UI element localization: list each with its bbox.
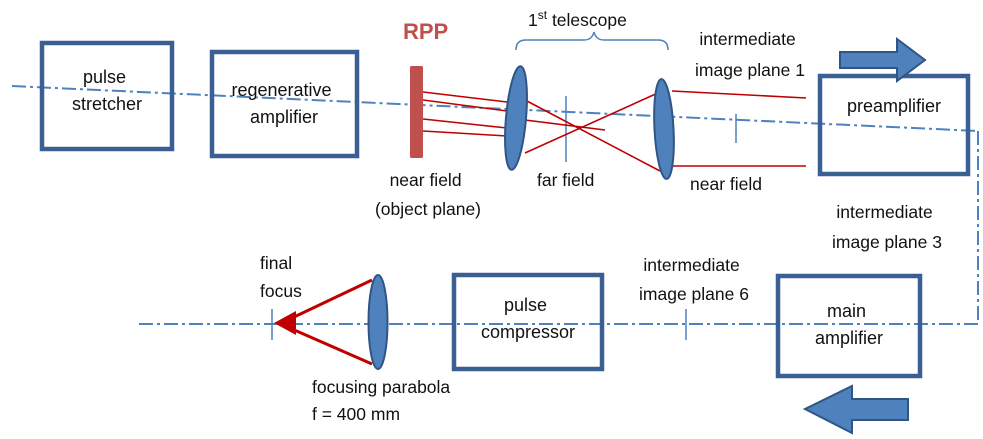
output-rays [671, 90, 807, 167]
regenerative-amplifier-box [209, 49, 360, 159]
pulse-stretcher-box [39, 40, 175, 152]
upper-beam-axis [11, 85, 979, 132]
plane-markers [271, 96, 737, 340]
focusing-parabola-label: focusing parabola f = 400 mm [312, 377, 455, 424]
far-field-label: far field [537, 170, 594, 190]
telescope-brace [515, 31, 669, 51]
telescope-lens-1 [504, 65, 528, 171]
final-focus-arrowhead [274, 311, 296, 335]
left-arrow-icon [802, 384, 909, 435]
pulse-stretcher-label: pulse stretcher [72, 67, 142, 114]
main-amplifier-box [775, 273, 923, 379]
focus-rays [291, 278, 373, 366]
rpp-rays [422, 91, 508, 137]
telescope-rays [524, 91, 661, 172]
telescope-label: 1st telescope [528, 8, 627, 30]
preamplifier-label: preamplifier [847, 96, 941, 116]
intermediate-image-plane-1-label: intermediate image plane 1 [695, 29, 805, 80]
focusing-parabola-lens [367, 274, 389, 370]
near-field-object-plane-label: near field (object plane) [375, 170, 481, 219]
near-field-label: near field [690, 174, 762, 194]
regenerative-amplifier-label: regenerative amplifier [231, 80, 336, 127]
rpp-plate [410, 66, 423, 158]
telescope-lens-2 [653, 78, 675, 180]
right-arrow-icon [839, 37, 927, 83]
intermediate-image-plane-3-label: intermediate image plane 3 [832, 202, 942, 252]
pulse-compressor-box [451, 272, 605, 372]
preamplifier-box [817, 73, 971, 177]
intermediate-image-plane-6-label: intermediate image plane 6 [639, 255, 749, 304]
rpp-label: RPP [403, 19, 448, 44]
optical-axis [11, 85, 979, 325]
main-amplifier-label: main amplifier [815, 301, 883, 348]
final-focus-label: final focus [260, 253, 302, 301]
pulse-compressor-label: pulse compressor [481, 295, 575, 342]
